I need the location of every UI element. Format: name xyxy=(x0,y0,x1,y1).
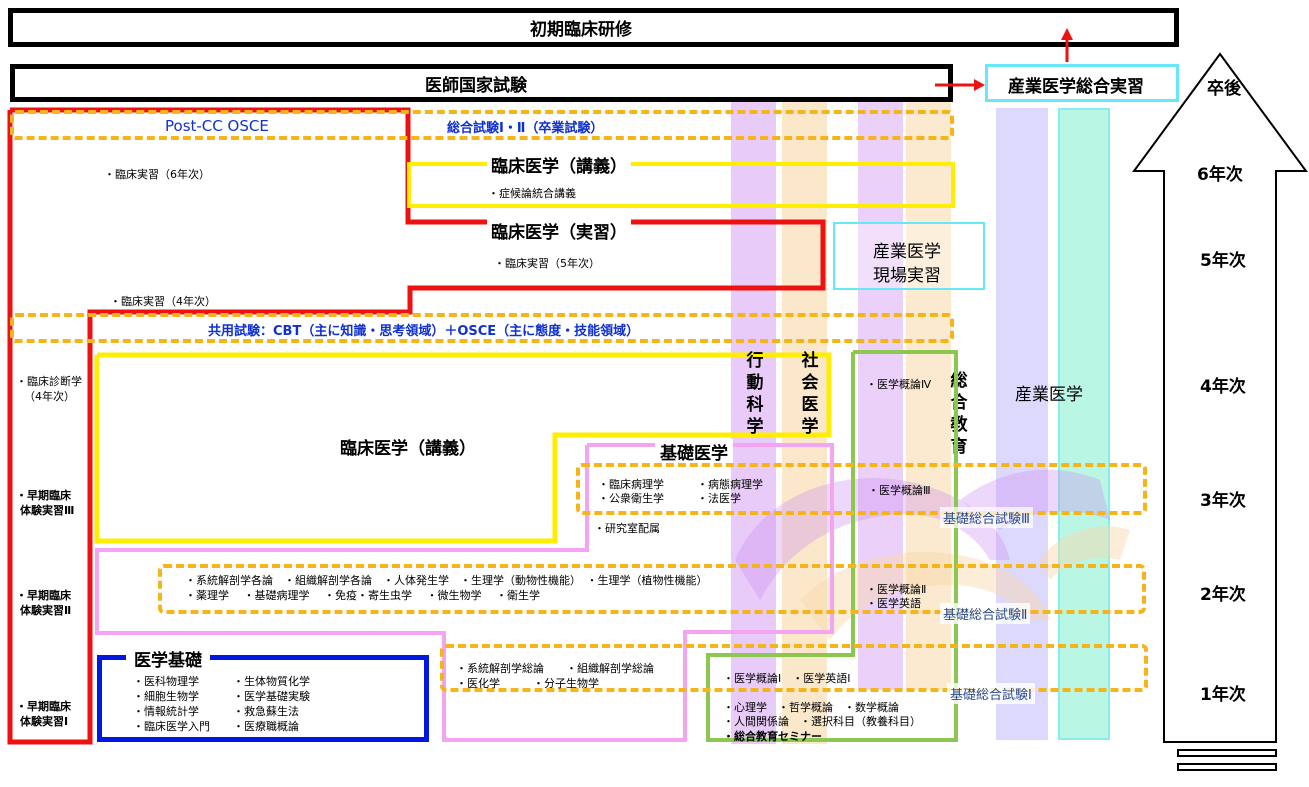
occ-field-line1: 産業医学 xyxy=(873,242,941,262)
initial-training-label: 初期臨床研修 xyxy=(530,20,632,40)
occ-field-line2: 現場実習 xyxy=(873,266,941,286)
occ-med-label: 産業医学 xyxy=(1015,385,1083,405)
year2-subjects-2: ・薬理学 ・基礎病理学 ・免疫・寄生虫学 ・微生物学 ・衛生学 xyxy=(185,589,540,602)
basic-exam-iii-band xyxy=(576,463,1147,515)
clinical-6-item: ・臨床実習（6年次） xyxy=(104,168,210,181)
early2-line2: 体験実習Ⅱ xyxy=(20,604,72,617)
clinical-lecture-main-title: 臨床医学（講義） xyxy=(340,439,476,459)
gen-iv: ・医学概論Ⅳ xyxy=(866,378,932,391)
year-1-label: 1年次 xyxy=(1200,685,1246,705)
gen-ii-2: ・医学英語 xyxy=(866,597,921,610)
med-basics-col2-2: ・医学基礎実験 xyxy=(233,690,310,703)
med-basics-col2-1: ・生体物質化学 xyxy=(233,675,310,688)
clinical-4-item: ・臨床実習（4年次） xyxy=(110,295,216,308)
clinical-practice-title: 臨床医学（実習） xyxy=(487,218,631,243)
after-grad-label: 卒後 xyxy=(1207,79,1241,99)
diag-line2: （4年次） xyxy=(24,390,75,403)
early2-line1: ・早期臨床 xyxy=(16,589,71,602)
med-basics-col1-2: ・細胞生物学 xyxy=(133,690,199,703)
basic-col1-1: ・臨床病理学 xyxy=(598,478,664,491)
cbt-osce-label: 共用試験：CBT（主に知識・思考領域）＋OSCE（主に態度・技能領域） xyxy=(208,324,640,339)
basic-exam-i-label: 基礎総合試験Ⅰ xyxy=(947,683,1035,704)
occ-med-practice-label: 産業医学総合実習 xyxy=(1008,77,1144,97)
med-basics-col2-3: ・救急蘇生法 xyxy=(233,705,299,718)
basic-col2-2: ・法医学 xyxy=(697,492,741,505)
gen-i-2: ・心理学 ・哲学概論 ・数学概論 xyxy=(723,701,899,714)
basic-col2-1: ・病態病理学 xyxy=(697,478,763,491)
med-basics-col1-1: ・医科物理学 xyxy=(133,675,199,688)
initial-training-bar xyxy=(8,8,1179,47)
early3-line1: ・早期臨床 xyxy=(16,489,71,502)
general-ed-band-purple xyxy=(858,100,903,690)
basic-exam-ii-label: 基礎総合試験Ⅱ xyxy=(940,603,1031,624)
clinical-lecture-upper-box xyxy=(407,162,955,208)
national-exam-bar xyxy=(10,64,953,102)
basic-exam-ii-band xyxy=(158,564,1146,614)
gen-i-4: ・総合教育セミナー xyxy=(723,730,822,743)
basic-exam-iii-label: 基礎総合試験Ⅲ xyxy=(940,507,1033,528)
med-basics-col1-4: ・臨床医学入門 xyxy=(133,720,210,733)
early3-line2: 体験実習Ⅲ xyxy=(20,504,75,517)
year-5-label: 5年次 xyxy=(1200,251,1246,271)
gen-i-1: ・医学概論Ⅰ ・医学英語Ⅰ xyxy=(723,672,851,685)
behavioral-science-label: 行動科学 xyxy=(743,350,767,438)
year-6-label: 6年次 xyxy=(1197,165,1243,185)
gen-i-3: ・人間関係論 ・選択科目（教養科目） xyxy=(723,715,921,728)
graduation-exam-band xyxy=(10,110,954,140)
year1-anatomy-2: ・医化学 ・分子生物学 xyxy=(456,677,599,690)
gen-ii-1: ・医学概論Ⅱ xyxy=(866,583,927,596)
general-ed-band-peach xyxy=(906,100,951,690)
basic-exam-i-band xyxy=(440,644,1148,692)
basic-col1-2: ・公衆衛生学 xyxy=(598,492,664,505)
gen-iii: ・医学概論Ⅲ xyxy=(868,484,931,497)
early1-line2: 体験実習Ⅰ xyxy=(20,715,69,728)
occ-med-band-mint xyxy=(1058,108,1110,740)
post-cc-osce-label: Post-CC OSCE xyxy=(165,117,269,135)
year-2-label: 2年次 xyxy=(1200,585,1246,605)
occ-med-practice-box xyxy=(985,64,1179,102)
occ-med-band-cyan xyxy=(1058,108,1110,740)
occ-med-band-lavender xyxy=(996,108,1048,740)
basic-medicine-title: 基礎医学 xyxy=(655,439,733,464)
diag-line1: ・臨床診断学 xyxy=(16,375,82,388)
year-3-label: 3年次 xyxy=(1200,491,1246,511)
social-medicine-label: 社会医学 xyxy=(798,350,822,438)
clinical-practice-item: ・臨床実習（5年次） xyxy=(494,257,600,270)
med-basics-col1-3: ・情報統計学 xyxy=(133,705,199,718)
med-basics-col2-4: ・医療職概論 xyxy=(233,720,299,733)
social-medicine-text: 社会医学 xyxy=(801,351,819,437)
med-basics-title: 医学基礎 xyxy=(126,646,210,671)
comprehensive-exam-label: 総合試験Ⅰ・Ⅱ（卒業試験） xyxy=(447,121,604,136)
year2-subjects-1: ・系統解剖学各論 ・組織解剖学各論 ・人体発生学 ・生理学（動物性機能） ・生理… xyxy=(185,574,708,587)
clinical-lecture-upper-item: ・症候論統合講義 xyxy=(488,187,576,200)
med-basics-box xyxy=(97,655,429,742)
year1-anatomy-1: ・系統解剖学総論 ・組織解剖学総論 xyxy=(456,662,654,675)
early1-line1: ・早期臨床 xyxy=(16,700,71,713)
cbt-osce-band xyxy=(10,313,954,343)
behavioral-science-text: 行動科学 xyxy=(746,351,764,437)
lab-assignment: ・研究室配属 xyxy=(594,522,660,535)
national-exam-label: 医師国家試験 xyxy=(425,76,527,96)
occ-field-practice-box xyxy=(833,222,985,290)
year-4-label: 4年次 xyxy=(1200,377,1246,397)
clinical-lecture-upper-title: 臨床医学（講義） xyxy=(487,152,631,177)
